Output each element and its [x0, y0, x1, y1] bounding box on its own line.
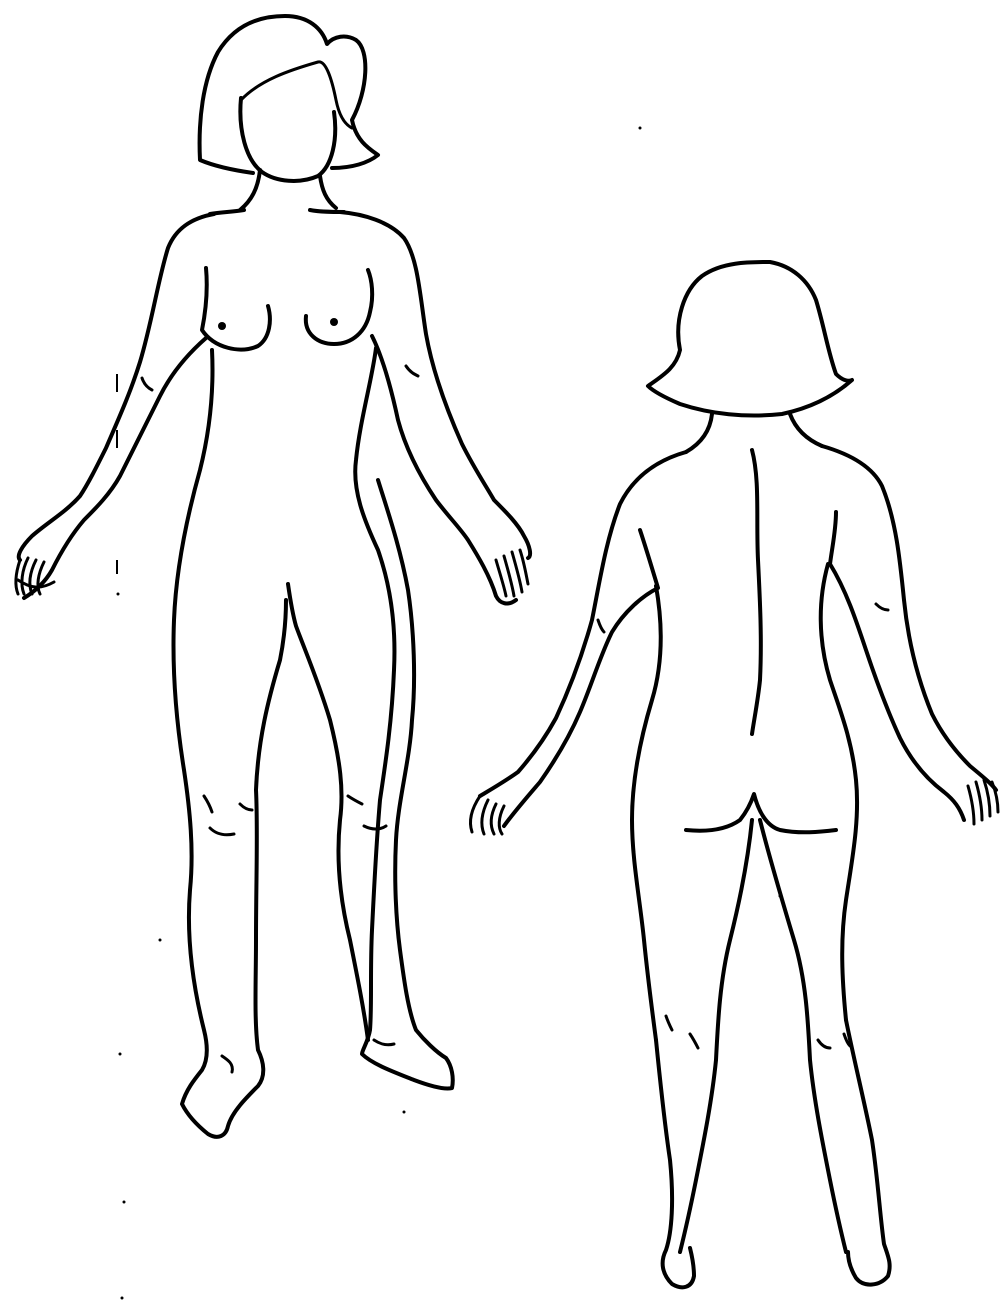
front-left-nipple: [218, 322, 226, 330]
front-left-breast: [202, 268, 270, 349]
back-spine: [752, 450, 761, 734]
front-left-knee-marks: [204, 796, 252, 835]
scan-speck: [639, 127, 642, 130]
scan-mark: [116, 430, 118, 448]
scan-mark: [116, 560, 118, 574]
scan-speck: [123, 1201, 126, 1204]
back-right-torso-side: [821, 564, 857, 1020]
front-neck: [240, 170, 336, 210]
scan-speck: [159, 939, 162, 942]
front-right-nipple: [330, 318, 338, 326]
front-right-elbow-mark: [406, 366, 418, 376]
back-hair: [648, 262, 852, 416]
front-face: [240, 98, 335, 181]
front-view-figure: [16, 16, 530, 1137]
back-right-elbow-mark: [876, 604, 888, 610]
front-left-ankle-mark: [222, 1056, 232, 1072]
front-crotch: [288, 584, 368, 1040]
front-right-ankle-mark: [374, 1040, 394, 1045]
scan-speck: [121, 1297, 124, 1300]
back-left-knee-marks: [666, 1016, 698, 1048]
back-right-hand: [968, 780, 998, 824]
scan-speck: [403, 1111, 406, 1114]
back-left-torso-side: [632, 586, 661, 1040]
back-left-arm-outer: [480, 452, 686, 796]
back-neck: [686, 414, 822, 452]
scan-speck: [119, 1053, 122, 1056]
front-right-arm-inner: [372, 336, 516, 603]
scan-speck: [779, 895, 782, 898]
back-right-arm-inner: [830, 512, 964, 820]
back-view-figure: [470, 262, 998, 1287]
scan-speck: [117, 593, 120, 596]
back-right-knee-marks: [818, 1034, 850, 1048]
back-left-leg: [656, 820, 752, 1287]
back-left-elbow-mark: [598, 620, 604, 632]
front-right-breast: [306, 270, 372, 344]
front-left-elbow-mark: [142, 378, 152, 390]
back-right-leg: [760, 820, 890, 1285]
front-left-torso-side: [173, 350, 286, 1137]
front-hair: [200, 16, 378, 173]
scan-mark: [116, 374, 118, 392]
front-right-hand: [496, 550, 528, 596]
front-collar-line: [210, 210, 344, 214]
back-left-hand: [470, 796, 504, 834]
front-right-torso-side: [355, 348, 453, 1089]
